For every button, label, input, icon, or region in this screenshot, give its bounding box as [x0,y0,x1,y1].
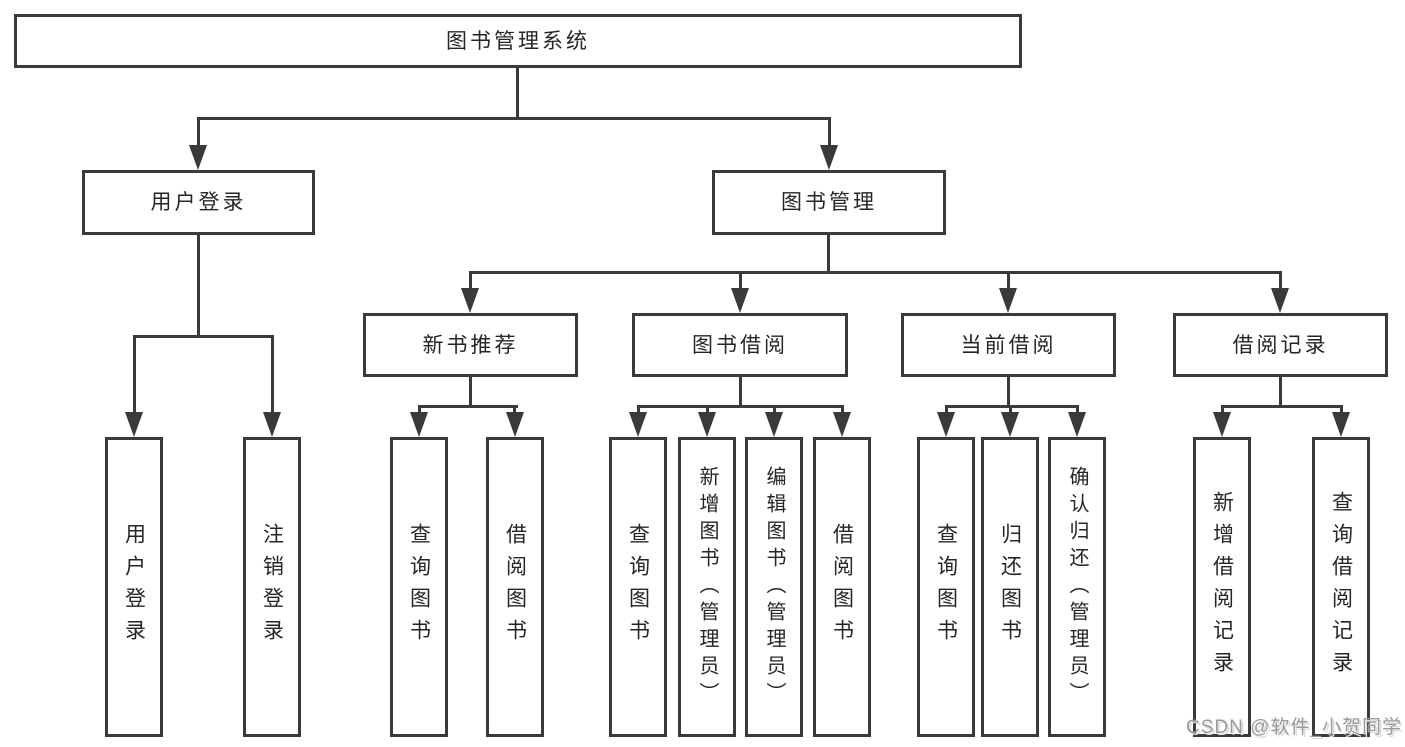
arrowhead-icon [833,412,851,437]
arrowhead-icon [765,412,783,437]
node-current-borrow: 当前借阅 [901,313,1116,377]
leaf-user-login: 用户登录 [105,437,163,737]
connector-stem [739,377,742,408]
leaf-query-books-3-label: 查询图书 [934,523,958,651]
leaf-edit-books-admin-label: 编辑图书（管理员） [763,465,785,709]
node-new-book-recommend-label: 新书推荐 [422,333,519,357]
connector-book-mgmt-drop [828,117,831,147]
leaf-query-borrow-record: 查询借阅记录 [1312,437,1370,737]
connector-level2-rail [197,117,831,120]
leaf-query-books-2-label: 查询图书 [626,523,650,651]
connector-rail [1221,405,1343,408]
connector-drop [739,271,742,291]
leaf-borrow-books-2-label: 借阅图书 [830,523,854,651]
connector-drop [945,405,948,415]
connector-stem [1007,377,1010,408]
connector-rail [637,405,844,408]
connector-drop [513,405,516,415]
node-user-login: 用户登录 [82,170,315,235]
node-book-borrow: 图书借阅 [632,313,848,377]
connector-drop [418,405,421,415]
node-current-borrow-label: 当前借阅 [960,333,1057,357]
connector-drop [1009,405,1012,415]
node-book-management: 图书管理 [712,170,946,235]
node-root: 图书管理系统 [14,14,1022,68]
node-book-borrow-label: 图书借阅 [692,333,788,357]
leaf-query-books-1: 查询图书 [390,437,448,737]
connector-rail [418,405,518,408]
connector-user-login-drop [197,117,200,147]
arrowhead-icon [1001,412,1019,437]
arrowhead-icon [1271,288,1289,313]
connector-drop [1279,271,1282,291]
leaf-add-books-admin: 新增图书（管理员） [678,437,736,737]
leaf-add-borrow-record: 新增借阅记录 [1193,437,1251,737]
node-user-login-label: 用户登录 [150,191,247,214]
leaf-confirm-return-admin: 确认归还（管理员） [1048,437,1106,737]
csdn-watermark: CSDN @软件_小贺同学 [1186,717,1402,738]
connector-drop [271,335,274,413]
leaf-edit-books-admin: 编辑图书（管理员） [745,437,803,737]
leaf-user-login-label: 用户登录 [122,523,146,651]
connector-drop [1340,405,1343,415]
arrowhead-icon [820,145,838,170]
node-borrow-records-label: 借阅记录 [1232,333,1329,357]
connector-book-mgmt-stem [827,235,830,274]
connector-rail [945,405,1079,408]
arrowhead-icon [1068,412,1086,437]
arrowhead-icon [506,412,524,437]
arrowhead-icon [937,412,955,437]
arrowhead-icon [698,412,716,437]
leaf-query-books-1-label: 查询图书 [407,523,431,651]
leaf-add-books-admin-label: 新增图书（管理员） [696,465,718,709]
connector-drop [706,405,709,415]
connector-user-login-stem [197,235,200,338]
connector-drop [1007,271,1010,291]
leaf-query-books-2: 查询图书 [609,437,667,737]
node-root-label: 图书管理系统 [446,29,590,53]
arrowhead-icon [999,288,1017,313]
connector-drop [133,335,136,413]
arrowhead-icon [461,288,479,313]
node-new-book-recommend: 新书推荐 [363,313,578,377]
connector-drop [1076,405,1079,415]
connector-stem [469,377,472,408]
connector-root-stem [516,68,519,118]
arrowhead-icon [629,412,647,437]
connector-drop [841,405,844,415]
node-borrow-records: 借阅记录 [1173,313,1388,377]
leaf-query-borrow-record-label: 查询借阅记录 [1329,491,1353,683]
arrowhead-icon [125,412,143,437]
arrowhead-icon [1213,412,1231,437]
connector-drop [469,271,472,291]
connector-drop [1221,405,1224,415]
leaf-return-books: 归还图书 [981,437,1039,737]
leaf-logout: 注销登录 [243,437,301,737]
connector-stem [1279,377,1282,408]
connector-drop [773,405,776,415]
arrowhead-icon [410,412,428,437]
leaf-query-books-3: 查询图书 [917,437,975,737]
connector-user-login-rail [133,335,274,338]
arrowhead-icon [263,412,281,437]
leaf-return-books-label: 归还图书 [998,523,1022,651]
arrowhead-icon [1332,412,1350,437]
arrowhead-icon [731,288,749,313]
connector-level3-rail [469,271,1282,274]
leaf-add-borrow-record-label: 新增借阅记录 [1210,491,1234,683]
leaf-confirm-return-admin-label: 确认归还（管理员） [1066,465,1088,709]
arrowhead-icon [189,145,207,170]
leaf-logout-label: 注销登录 [260,523,284,651]
leaf-borrow-books-1: 借阅图书 [486,437,544,737]
leaf-borrow-books-1-label: 借阅图书 [503,523,527,651]
node-book-management-label: 图书管理 [781,191,877,214]
leaf-borrow-books-2: 借阅图书 [813,437,871,737]
connector-drop [637,405,640,415]
